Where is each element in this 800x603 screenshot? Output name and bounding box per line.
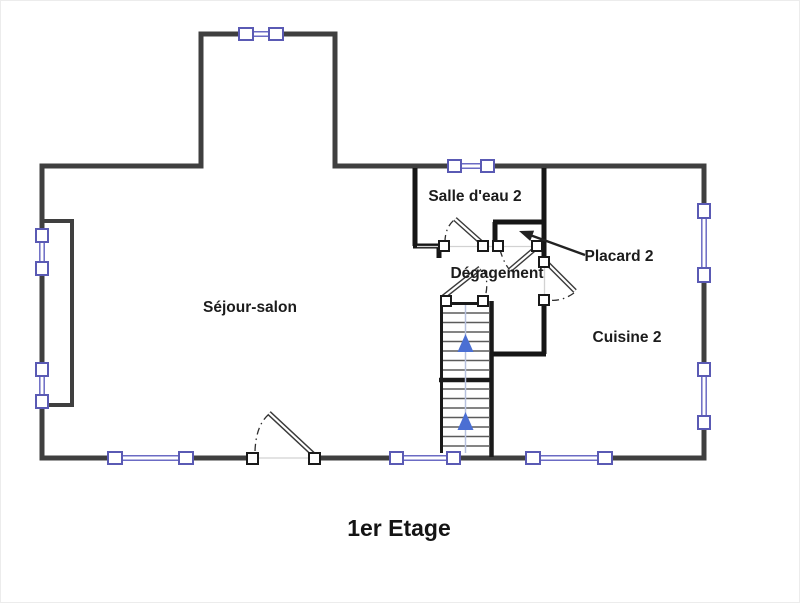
room-label-degagement: Dégagement	[450, 265, 543, 282]
room-label-cuisine-2: Cuisine 2	[593, 329, 662, 346]
room-labels: Séjour-salon Salle d'eau 2 Dégagement Pl…	[203, 188, 661, 346]
window-symbol-bottom-right	[525, 451, 613, 465]
door-symbol-entry	[246, 411, 321, 465]
floor-title: 1er Etage	[347, 515, 451, 541]
window-symbol-left-upper	[35, 228, 49, 276]
door-symbol-cuisine	[538, 256, 577, 306]
window-symbol-top-salledeau	[447, 159, 495, 173]
door-symbol-placard	[492, 240, 543, 272]
stairs-up-arrow	[457, 412, 474, 430]
window-symbol-left-lower	[35, 362, 49, 409]
placard-pointer-arrow	[519, 230, 586, 257]
window-symbol-right-lower	[697, 362, 711, 430]
window-symbol-right-upper	[697, 203, 711, 283]
outer-walls	[39, 31, 707, 461]
door-symbol-salledeau	[438, 217, 489, 252]
room-label-sejour-salon: Séjour-salon	[203, 299, 297, 316]
room-label-placard-2: Placard 2	[585, 248, 654, 265]
staircase	[439, 301, 494, 457]
door-symbol-stairs	[440, 266, 489, 307]
left-bay-inner-wall	[44, 219, 74, 407]
room-label-salle-deau-2: Salle d'eau 2	[428, 188, 521, 205]
reference-guides	[417, 245, 546, 298]
window-symbol-bottom-left	[107, 451, 194, 465]
window-symbol-bottom-center	[389, 451, 461, 465]
stairs-up-arrow	[457, 334, 474, 352]
window-symbol-bump-top	[238, 27, 284, 41]
